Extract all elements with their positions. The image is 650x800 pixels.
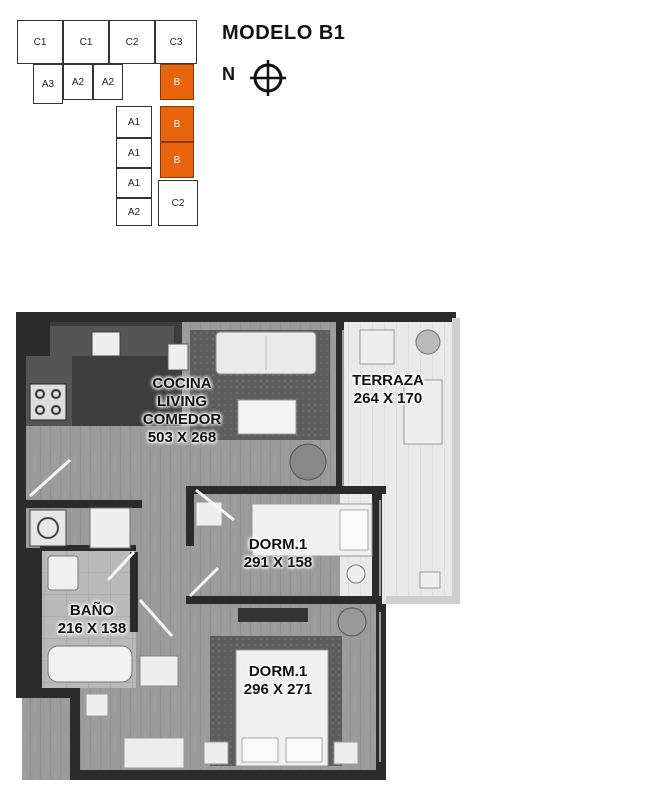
key-unit-a1: A1 — [116, 106, 152, 138]
key-unit-label: C2 — [125, 36, 139, 48]
terrace-lamp-icon — [419, 571, 441, 589]
armchair-icon — [359, 329, 395, 365]
closet-icon — [123, 737, 185, 769]
key-unit-a1: A1 — [116, 168, 152, 198]
coffee-table-icon — [237, 399, 297, 435]
key-unit-label: B — [173, 154, 181, 166]
cabinet-icon — [89, 507, 131, 549]
key-unit-c3: C3 — [155, 20, 197, 64]
stove-icon — [29, 383, 67, 421]
terrace-floor — [340, 322, 460, 604]
pillow-icon — [241, 737, 279, 763]
room-name: COCINA — [152, 375, 212, 392]
tv-console-icon — [238, 608, 308, 622]
room-label-cocina-living-comedor: COCINA LIVING COMEDOR 503 X 268 — [132, 375, 232, 447]
plant-icon — [337, 607, 367, 637]
key-unit-label: A1 — [127, 177, 141, 189]
burner-icons — [35, 389, 61, 415]
key-unit-a2: A2 — [63, 64, 93, 100]
key-unit-label: A1 — [127, 116, 141, 128]
key-unit-label: B — [173, 76, 181, 88]
key-unit-label: A2 — [127, 206, 141, 218]
walls — [16, 312, 456, 780]
washer-drum — [37, 517, 59, 539]
key-unit-b-highlighted: B — [160, 106, 194, 142]
model-title: MODELO B1 — [222, 22, 346, 44]
bathtub-icon — [47, 645, 133, 683]
room-dimensions: 503 X 268 — [147, 429, 217, 446]
key-unit-c1: C1 — [17, 20, 63, 64]
key-unit-c2: C2 — [109, 20, 155, 64]
north-label: N — [222, 64, 235, 84]
shelf-icon — [85, 693, 109, 717]
washbasin-icon — [47, 555, 79, 591]
compass-icon — [250, 60, 286, 96]
room-dimensions: 291 X 158 — [243, 554, 313, 571]
room-label-dorm-1: DORM.1 291 X 158 — [228, 536, 328, 572]
room-name: BAÑO — [69, 602, 115, 619]
room-label-terraza: TERRAZA 264 X 170 — [338, 372, 438, 408]
room-name: DORM.1 — [248, 536, 308, 553]
room-name: DORM.1 — [248, 663, 308, 680]
plant-icon — [415, 329, 441, 355]
terrace-railing — [386, 596, 460, 604]
fridge-icon — [167, 343, 189, 371]
key-unit-a2: A2 — [116, 198, 152, 226]
key-unit-label: B — [173, 118, 181, 130]
key-unit-c2: C2 — [158, 180, 198, 226]
key-unit-label: C2 — [171, 197, 185, 209]
room-name: TERRAZA — [352, 372, 424, 389]
room-name: COMEDOR — [142, 411, 222, 428]
key-unit-label: C3 — [169, 36, 183, 48]
toilet-icon — [139, 655, 179, 687]
pillow-icon — [339, 509, 369, 551]
terrace-railing — [452, 318, 460, 604]
key-unit-label: C1 — [33, 36, 47, 48]
key-unit-label: A2 — [71, 76, 85, 88]
key-unit-a1: A1 — [116, 138, 152, 168]
chair-icon — [289, 443, 327, 481]
pillow-icon — [285, 737, 323, 763]
room-label-dorm-1: DORM.1 296 X 271 — [228, 663, 328, 699]
key-unit-c1: C1 — [63, 20, 109, 64]
room-label-bano: BAÑO 216 X 138 — [42, 602, 142, 638]
room-dimensions: 264 X 170 — [353, 390, 423, 407]
key-unit-label: A3 — [41, 78, 55, 90]
room-dimensions: 216 X 138 — [57, 620, 127, 637]
nightstand-icon — [203, 741, 229, 765]
room-dimensions: 296 X 271 — [243, 681, 313, 698]
key-unit-a3: A3 — [33, 64, 63, 104]
windows — [342, 330, 381, 762]
sink-icon — [91, 331, 121, 357]
key-unit-a2: A2 — [93, 64, 123, 100]
key-unit-b-highlighted: B — [160, 142, 194, 178]
key-unit-b-highlighted: B — [160, 64, 194, 100]
doors — [28, 458, 235, 637]
nightstand-lamp-icon — [346, 564, 366, 584]
key-unit-label: C1 — [79, 36, 93, 48]
key-unit-label: A1 — [127, 147, 141, 159]
nightstand-icon — [333, 741, 359, 765]
washer-icon — [29, 509, 67, 547]
room-name: LIVING — [156, 393, 207, 410]
key-unit-label: A2 — [101, 76, 115, 88]
lounge-chair-icon — [403, 379, 443, 445]
